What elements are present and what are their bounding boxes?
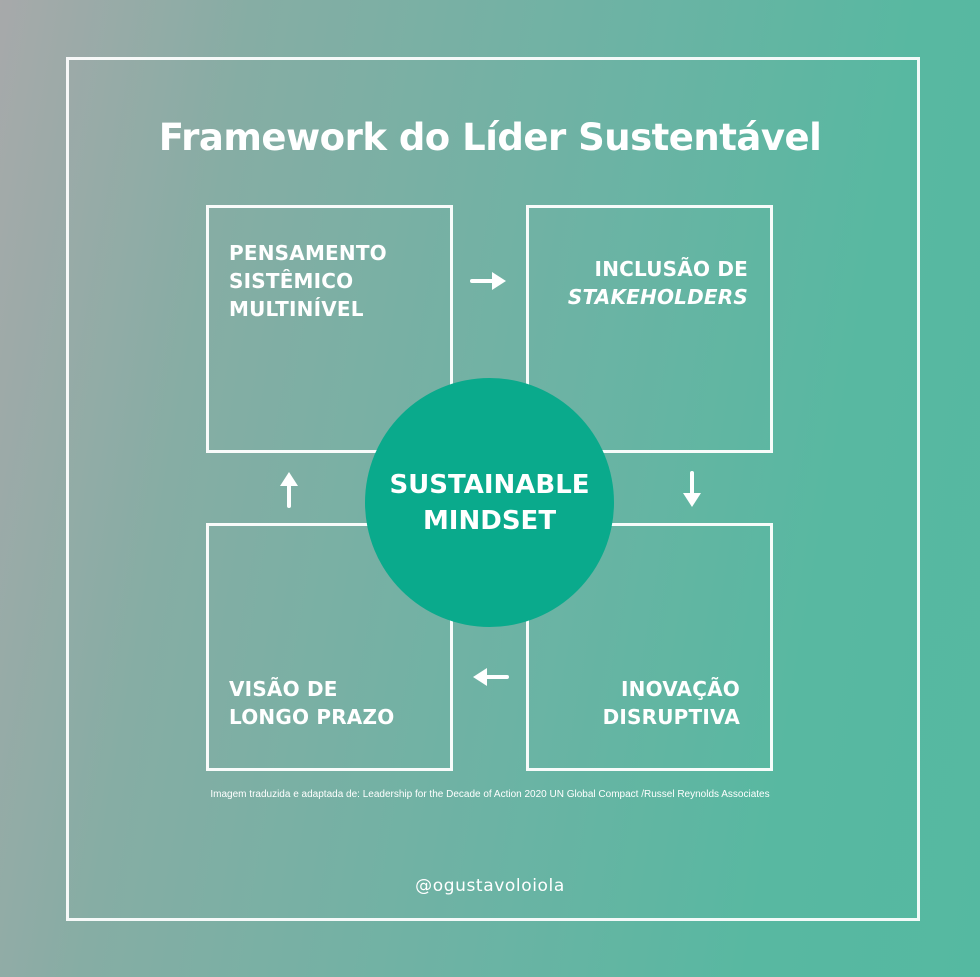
arrow-up-icon: [280, 472, 298, 508]
label-line: VISÃO DE: [229, 677, 338, 701]
box-visao-longo-prazo: VISÃO DE LONGO PRAZO: [206, 523, 453, 771]
outer-frame: [66, 57, 920, 921]
box-inovacao-disruptiva: INOVAÇÃO DISRUPTIVA: [526, 523, 773, 771]
arrow-down-icon: [683, 471, 701, 507]
center-label-line: MINDSET: [422, 505, 557, 536]
author-handle: @ogustavoloiola: [415, 876, 565, 896]
label-line: DISRUPTIVA: [602, 705, 740, 729]
arrow-left-icon: [473, 668, 509, 686]
diagram-title: Framework do Líder Sustentável: [158, 116, 822, 159]
label-line: INCLUSÃO DE: [594, 257, 748, 281]
box-label: INCLUSÃO DE STAKEHOLDERS: [568, 255, 748, 311]
box-label: PENSAMENTO SISTÊMICO MULTINÍVEL: [229, 239, 387, 323]
center-label-line: SUSTAINABLE: [389, 469, 590, 500]
label-line: STAKEHOLDERS: [567, 285, 748, 309]
label-line: MULTINÍVEL: [229, 297, 364, 321]
label-line: PENSAMENTO: [229, 241, 387, 265]
box-label: VISÃO DE LONGO PRAZO: [229, 675, 394, 731]
box-inclusao-stakeholders: INCLUSÃO DE STAKEHOLDERS: [526, 205, 773, 453]
source-caption: Imagem traduzida e adaptada de: Leadersh…: [210, 789, 770, 800]
box-pensamento-sistemico: PENSAMENTO SISTÊMICO MULTINÍVEL: [206, 205, 453, 453]
label-line: INOVAÇÃO: [620, 677, 740, 701]
center-circle: SUSTAINABLE MINDSET: [365, 378, 614, 627]
arrow-right-icon: [470, 272, 506, 290]
box-label: INOVAÇÃO DISRUPTIVA: [603, 675, 740, 731]
label-line: SISTÊMICO: [229, 269, 354, 293]
label-line: LONGO PRAZO: [229, 705, 395, 729]
